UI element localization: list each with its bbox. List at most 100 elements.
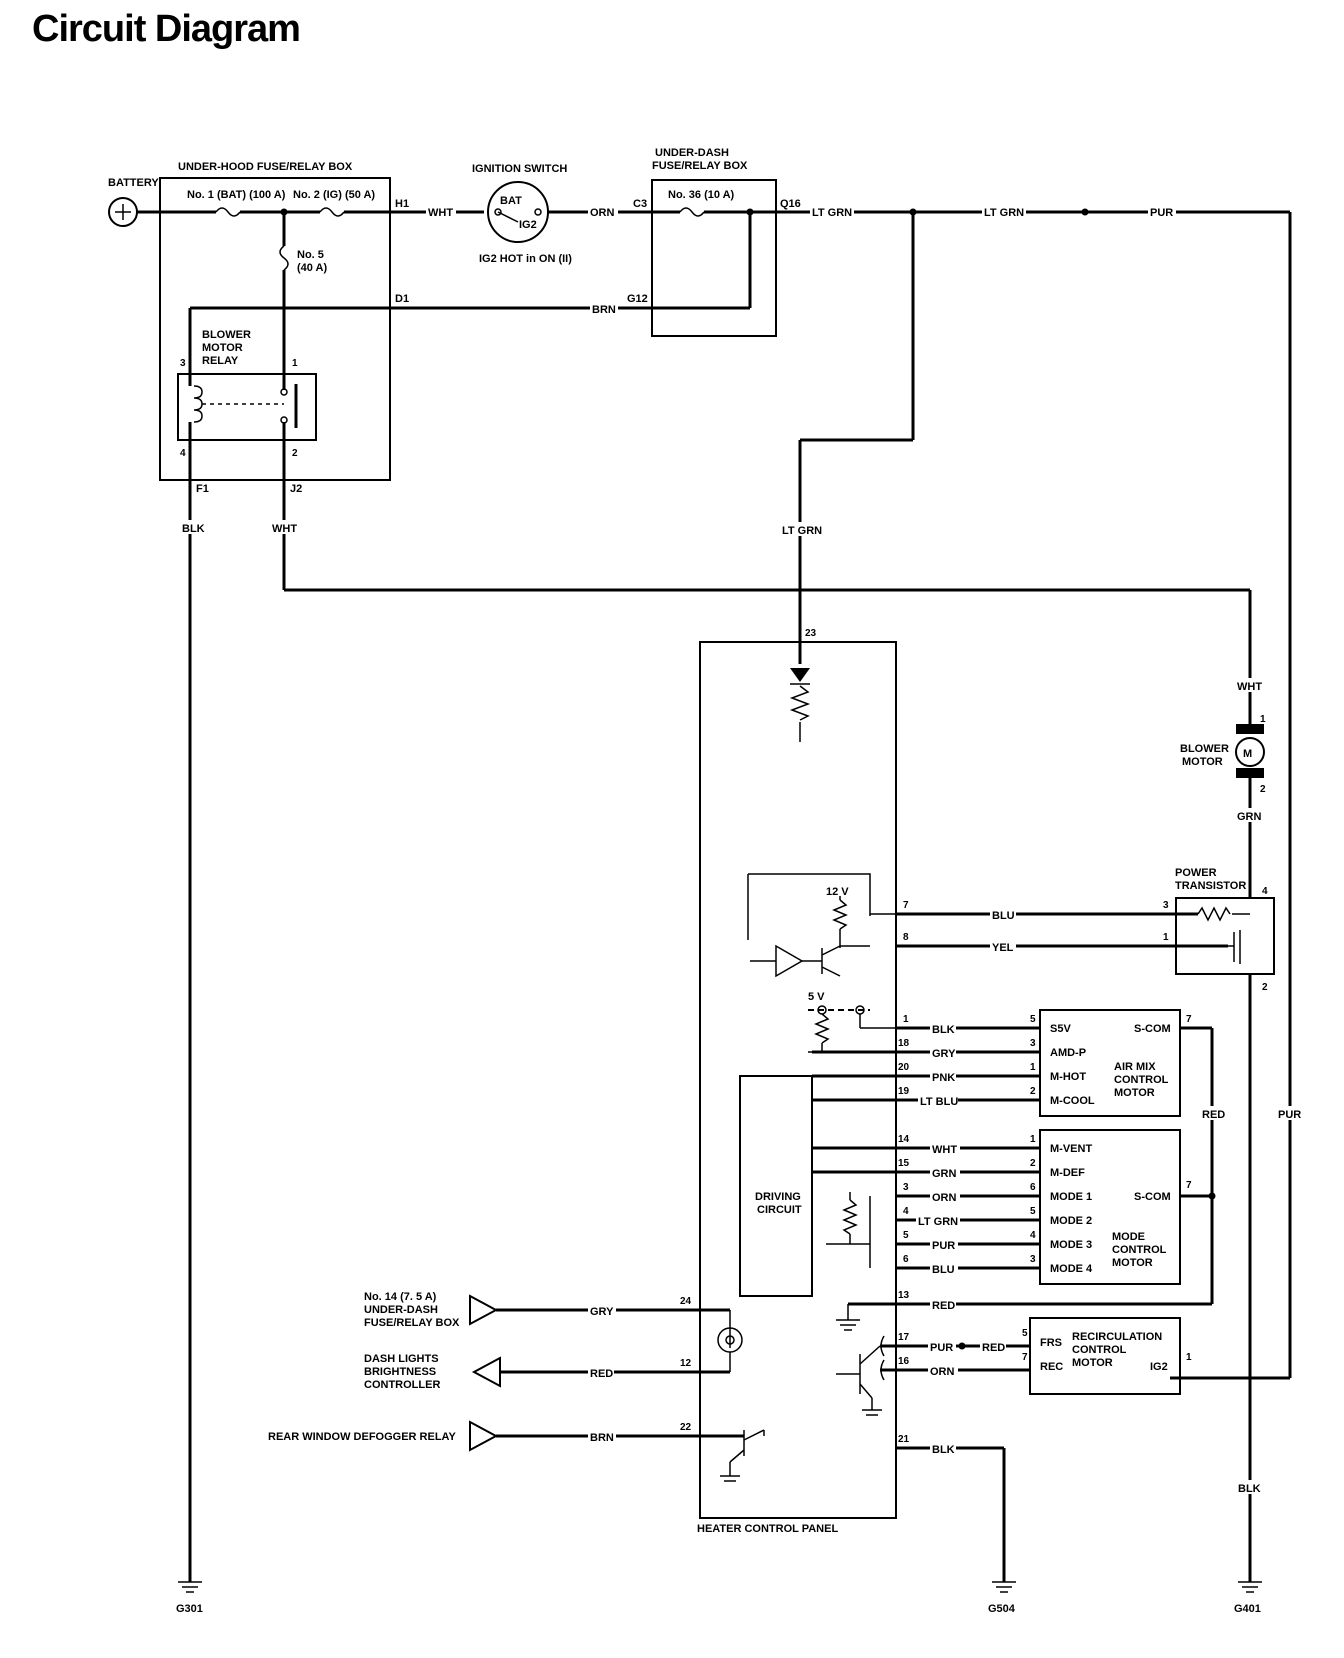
conn-g12: G12 (627, 293, 648, 305)
am-pin-1: 1 (1030, 1062, 1036, 1073)
dash-label-c: CONTROLLER (364, 1379, 440, 1391)
relay-pin-3: 3 (180, 358, 186, 369)
ground-label-g401: G401 (1234, 1603, 1261, 1615)
relay-pin-2: 2 (292, 448, 298, 459)
wire-red-12: RED (590, 1368, 613, 1380)
md-pin-5: 5 (1030, 1206, 1036, 1217)
pin-20: 20 (898, 1062, 910, 1073)
md-pin-7: 7 (1186, 1180, 1192, 1191)
driving-label-b: CIRCUIT (757, 1204, 802, 1216)
pin-18: 18 (898, 1038, 910, 1049)
fuse5-label: No. 5 (297, 249, 324, 261)
wire-gry-18: GRY (932, 1048, 956, 1060)
ignition-switch (487, 181, 549, 243)
ground-g401: G401 (1234, 1578, 1262, 1615)
wire-brn-22: BRN (590, 1432, 614, 1444)
underdash-box (651, 179, 777, 337)
mode-term-mode3: MODE 3 (1050, 1239, 1092, 1251)
pt-pin-3: 3 (1163, 900, 1169, 911)
recirc-term-rec: REC (1040, 1361, 1063, 1373)
wire-pur-top: PUR (1150, 207, 1173, 219)
relay-label-a: BLOWER (202, 329, 251, 341)
page-title: Circuit Diagram (32, 8, 301, 50)
ignition-switch-label: IGNITION SWITCH (472, 163, 567, 175)
pin-7: 7 (903, 900, 909, 911)
md-pin-4: 4 (1030, 1230, 1036, 1241)
ud14-label-c: FUSE/RELAY BOX (364, 1317, 460, 1329)
wire-ltgrn-top: LT GRN (984, 207, 1024, 219)
pin-15: 15 (898, 1158, 910, 1169)
wire-pnk-20: PNK (932, 1072, 955, 1084)
heater-panel-label: HEATER CONTROL PANEL (697, 1523, 838, 1535)
diode-icon (790, 668, 810, 682)
recirculation-control-motor (1029, 1317, 1181, 1395)
wire-blk-right: BLK (1238, 1483, 1261, 1495)
heater-control-panel (699, 641, 897, 1519)
dash-label-a: DASH LIGHTS (364, 1353, 439, 1365)
conn-c3: C3 (633, 198, 647, 210)
power-tr-label-b: TRANSISTOR (1175, 880, 1246, 892)
pin-1: 1 (903, 1014, 909, 1025)
fuse36-label: No. 36 (10 A) (668, 189, 735, 201)
bm-pin-2: 2 (1260, 784, 1266, 795)
am-pin-7: 7 (1186, 1014, 1192, 1025)
airmix-term-mhot: M-HOT (1050, 1071, 1086, 1083)
pin-4: 4 (903, 1206, 909, 1217)
pin-14: 14 (898, 1134, 910, 1145)
am-pin-5: 5 (1030, 1014, 1036, 1025)
ground-label-g504: G504 (988, 1603, 1016, 1615)
conn-h1: H1 (395, 198, 409, 210)
fuse36 (679, 207, 705, 217)
conn-f1: F1 (196, 483, 209, 495)
label-12v: 12 V (826, 886, 849, 898)
pin-5: 5 (903, 1230, 909, 1241)
wire-blk-21: BLK (932, 1444, 955, 1456)
power-tr-label-a: POWER (1175, 867, 1217, 879)
blower-label-a: BLOWER (1180, 743, 1229, 755)
relay-pin-4: 4 (180, 448, 186, 459)
am-pin-2: 2 (1030, 1086, 1036, 1097)
ground-label-g301: G301 (176, 1603, 203, 1615)
power-transistor: POWER TRANSISTOR 3 1 4 2 (1163, 867, 1275, 993)
wire-orn-16: ORN (930, 1366, 955, 1378)
pt-pin-1: 1 (1163, 932, 1169, 943)
recirc-label-a: RECIRCULATION (1072, 1331, 1162, 1343)
wire-yel-8: YEL (992, 942, 1014, 954)
pin-22: 22 (680, 1422, 692, 1433)
fuse5 (279, 245, 289, 271)
pin-16: 16 (898, 1356, 910, 1367)
bm-pin-1: 1 (1260, 714, 1266, 725)
wire-red-17: RED (982, 1342, 1005, 1354)
wire-grn-motor: GRN (1237, 811, 1262, 823)
amplifier-icon (775, 944, 804, 978)
ud14-label-a: No. 14 (7. 5 A) (364, 1291, 437, 1303)
wire-blu-6: BLU (932, 1264, 955, 1276)
driving-label-a: DRIVING (755, 1191, 801, 1203)
recirc-label-b: CONTROL (1072, 1344, 1127, 1356)
mode-term-scom: S-COM (1134, 1191, 1171, 1203)
wire-ltblu-19: LT BLU (920, 1096, 958, 1108)
wire-grn-15: GRN (932, 1168, 957, 1180)
blower-label-b: MOTOR (1182, 756, 1223, 768)
airmix-label-c: MOTOR (1114, 1087, 1155, 1099)
pt-pin-2: 2 (1262, 982, 1268, 993)
fuse1-label: No. 1 (BAT) (100 A) (187, 189, 286, 201)
wire-pur-17: PUR (930, 1342, 953, 1354)
am-pin-3: 3 (1030, 1038, 1036, 1049)
ground-g504: G504 (988, 1578, 1016, 1615)
conn-d1: D1 (395, 293, 409, 305)
md-pin-3: 3 (1030, 1254, 1036, 1265)
pin-3: 3 (903, 1182, 909, 1193)
battery: BATTERY (108, 177, 159, 227)
fuse2 (319, 207, 345, 217)
ig-note: IG2 HOT in ON (II) (479, 253, 572, 265)
dash-lights-controller: DASH LIGHTS BRIGHTNESS CONTROLLER (364, 1353, 501, 1391)
underdash-box-label-a: UNDER-DASH (655, 147, 729, 159)
relay-coil (193, 385, 203, 423)
motor-symbol: M (1243, 748, 1252, 760)
label-5v: 5 V (808, 991, 825, 1003)
pin-21: 21 (898, 1434, 910, 1445)
airmix-term-mcool: M-COOL (1050, 1095, 1095, 1107)
underhood-box (159, 177, 391, 481)
pin-12: 12 (680, 1358, 692, 1369)
